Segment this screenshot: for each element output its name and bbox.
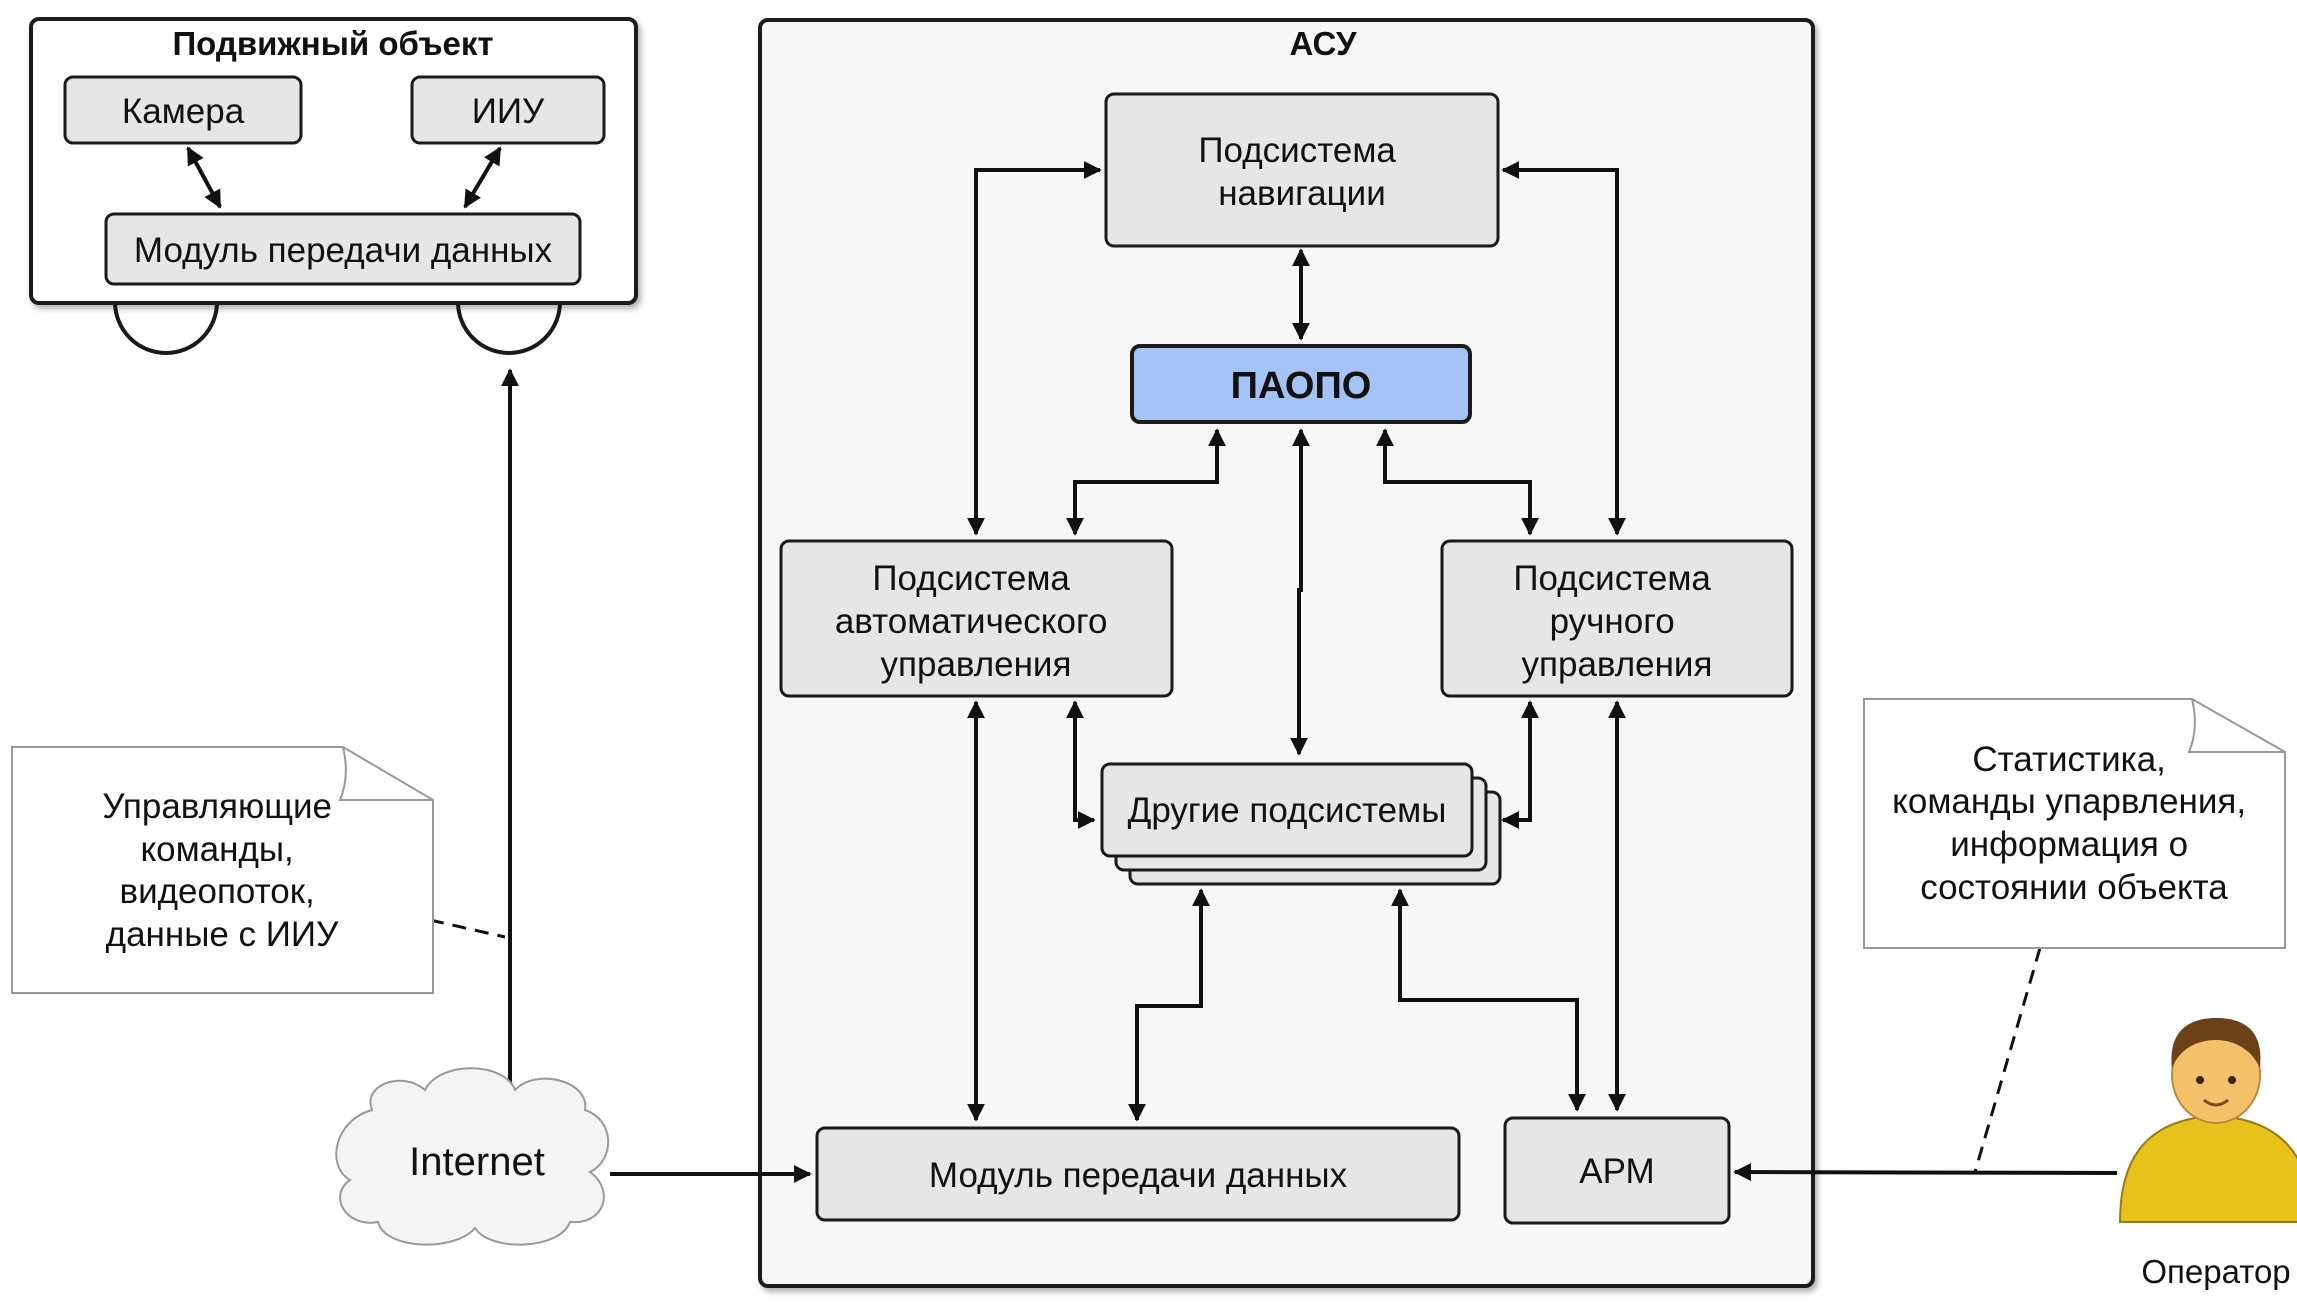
other-subsystems-box xyxy=(1100,762,1474,858)
other-subsystems-label: Другие подсистемы xyxy=(1128,791,1447,830)
internet-label: Internet xyxy=(409,1140,545,1184)
navigation-subsystem-label: Подсистема навигации xyxy=(1198,131,1405,213)
connector-other-transfer xyxy=(1128,888,1210,1122)
iiu-box xyxy=(410,75,606,145)
auto-control-subsystem-box xyxy=(779,539,1174,698)
connector-navigation-auto xyxy=(967,161,1102,536)
camera-label: Камера xyxy=(122,92,245,131)
vehicle-wheel-right xyxy=(456,301,562,355)
note-left-pointer xyxy=(429,918,506,939)
vehicle-transfer-module-box xyxy=(104,212,582,286)
asu-transfer-module-box xyxy=(815,1126,1461,1222)
operator-label: Оператор xyxy=(2141,1253,2290,1290)
auto-control-subsystem-label: Подсистема автоматического управления xyxy=(835,559,1117,684)
navigation-subsystem-box xyxy=(1104,92,1500,248)
other-subsystems-stack: Другие подсистемы xyxy=(1100,762,1502,886)
note-right-text: Статистика, команды упарвления, информац… xyxy=(1892,740,2256,907)
paopo-box xyxy=(1130,344,1472,424)
cloud-icon xyxy=(335,1067,610,1246)
note-left-text: Управляющие команды, видеопоток, данные … xyxy=(102,787,342,954)
operator-hair xyxy=(2171,1018,2261,1068)
connector-other-arm xyxy=(1391,888,1586,1112)
operator: Оператор xyxy=(2118,1018,2297,1290)
asu-transfer-module-label: Модуль передачи данных xyxy=(929,1156,1348,1195)
vehicle-transfer-module-label: Модуль передачи данных xyxy=(134,231,553,270)
paopo-label: ПАОПО xyxy=(1231,365,1372,407)
arm-box xyxy=(1503,1116,1731,1225)
connector-navigation-manual xyxy=(1501,161,1626,536)
note-right-pointer xyxy=(1973,947,2042,1173)
iiu-label: ИИУ xyxy=(472,92,545,131)
manual-control-subsystem-box xyxy=(1440,539,1794,698)
document-note-icon xyxy=(1863,698,2286,949)
arm-label: АРМ xyxy=(1579,1152,1654,1191)
asu-system: АСУ Подсистема навигации ПАОПО Подсистем… xyxy=(758,18,1815,1288)
note-right: Статистика, команды упарвления, информац… xyxy=(1863,698,2286,949)
person-icon xyxy=(2118,1018,2297,1223)
asu-title: АСУ xyxy=(1290,25,1357,62)
connector-operator-arm xyxy=(1733,1163,2118,1182)
camera-box xyxy=(63,75,303,145)
mobile-object: Подвижный объект Камера ИИУ Модуль перед… xyxy=(29,17,638,355)
vehicle-wheel-left xyxy=(113,301,219,355)
internet-cloud: Internet xyxy=(335,1067,610,1246)
mobile-object-title: Подвижный объект xyxy=(172,25,493,62)
document-note-icon xyxy=(11,746,434,994)
operator-shirt xyxy=(2118,1117,2297,1223)
connector-paopo-other xyxy=(1290,428,1310,756)
connector-paopo-auto xyxy=(1066,428,1226,536)
connector-manual-other xyxy=(1501,700,1539,829)
manual-control-subsystem-label: Подсистема ручного управления xyxy=(1513,559,1720,684)
connector-iiu-module xyxy=(463,146,502,209)
note-left: Управляющие команды, видеопоток, данные … xyxy=(11,746,434,994)
connector-auto-other xyxy=(1066,700,1096,829)
connector-camera-module xyxy=(186,146,222,209)
connector-paopo-manual xyxy=(1376,428,1539,536)
